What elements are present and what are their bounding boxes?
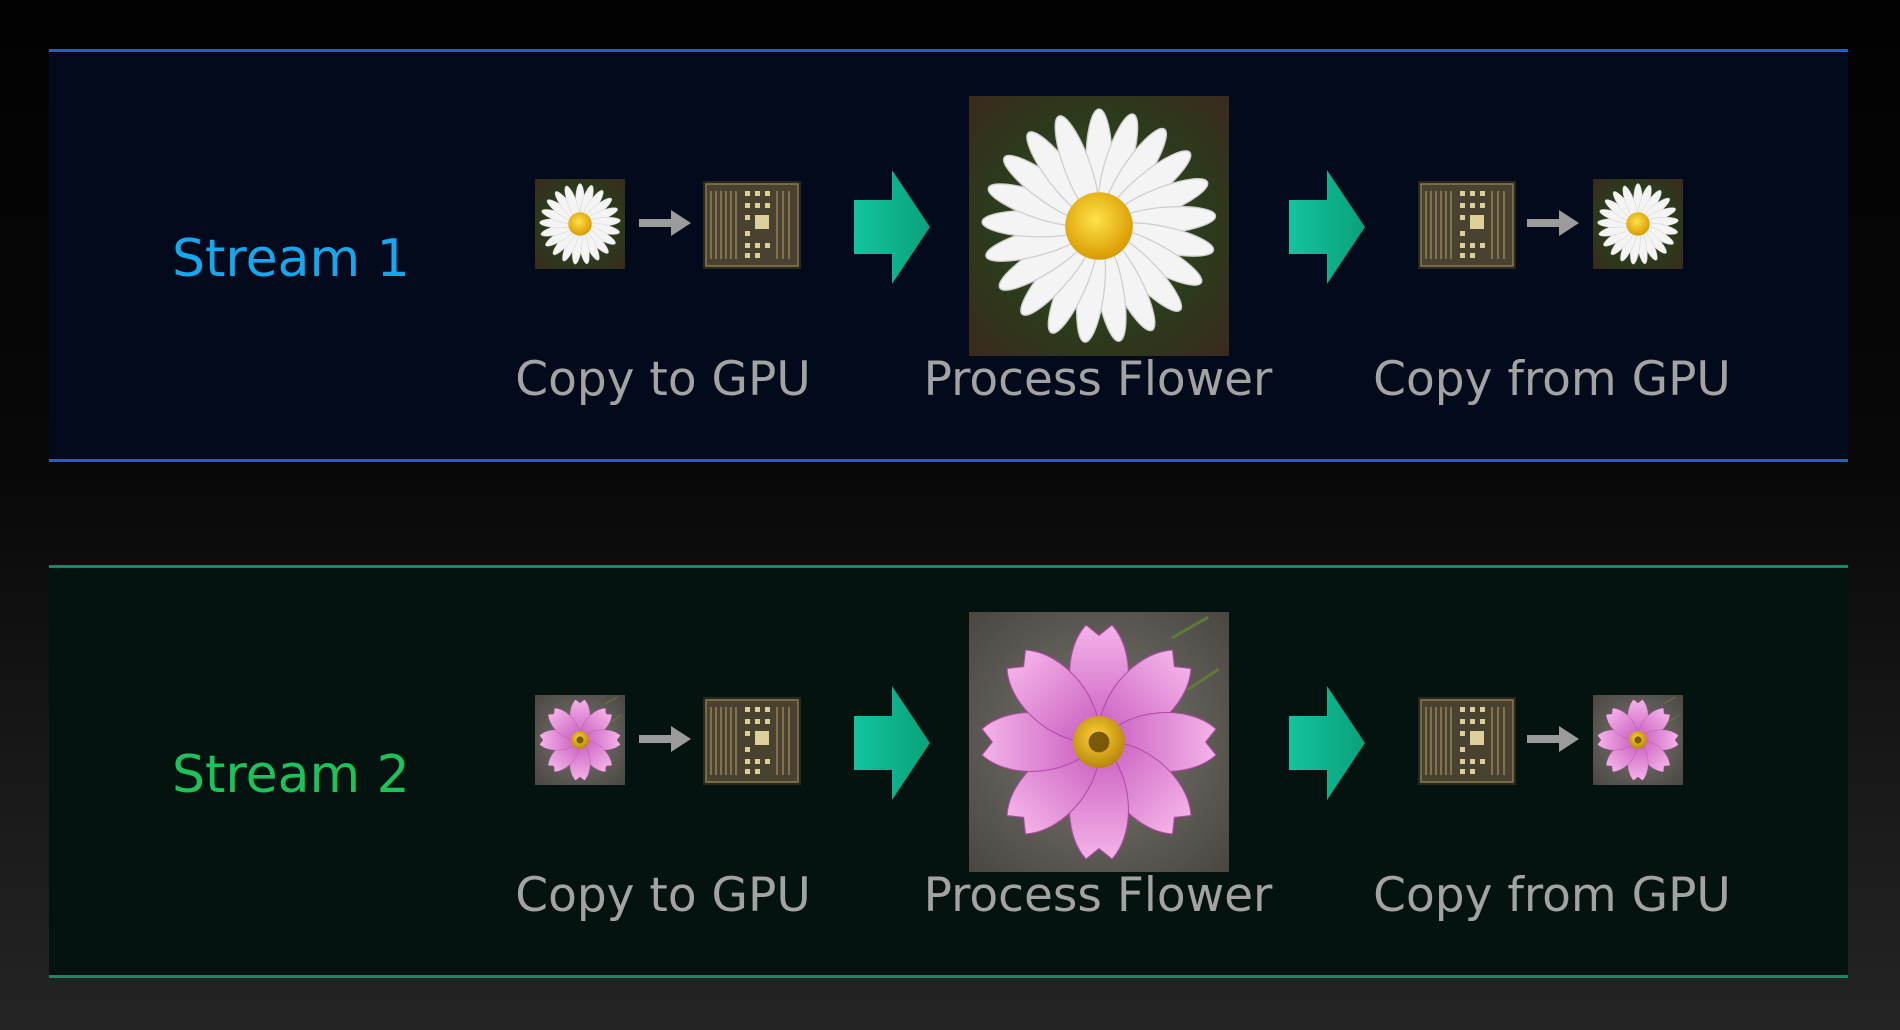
gray-arrow-right-icon	[1527, 208, 1579, 238]
cosmos-processing-image	[969, 612, 1229, 872]
teal-arrow-right-icon	[854, 170, 930, 284]
daisy-input-thumbnail	[534, 179, 626, 269]
step-caption-process-flower: Process Flower	[923, 352, 1273, 407]
step-caption-copy-to-gpu: Copy to GPU	[515, 352, 811, 407]
cosmos-output-thumbnail	[1592, 695, 1684, 785]
step-caption-process-flower: Process Flower	[923, 868, 1273, 923]
step-caption-copy-from-gpu: Copy from GPU	[1373, 352, 1731, 407]
teal-arrow-right-icon	[1289, 686, 1365, 800]
step-caption-copy-to-gpu: Copy to GPU	[515, 868, 811, 923]
step-caption-copy-from-gpu: Copy from GPU	[1373, 868, 1731, 923]
daisy-processing-image	[969, 96, 1229, 356]
gray-arrow-right-icon	[1527, 724, 1579, 754]
cosmos-input-thumbnail	[534, 695, 626, 785]
gpu-chip-icon	[703, 181, 801, 269]
stream-label: Stream 1	[172, 229, 410, 289]
gpu-chip-icon	[703, 697, 801, 785]
gray-arrow-right-icon	[639, 724, 691, 754]
stream-2-panel: Stream 2 Copy to GPU Process Flower Copy…	[49, 565, 1848, 978]
daisy-output-thumbnail	[1592, 179, 1684, 269]
teal-arrow-right-icon	[1289, 170, 1365, 284]
gpu-chip-icon	[1418, 697, 1516, 785]
gray-arrow-right-icon	[639, 208, 691, 238]
teal-arrow-right-icon	[854, 686, 930, 800]
stream-label: Stream 2	[172, 745, 410, 805]
stream-1-panel: Stream 1 Copy to GPU Process Flower Copy…	[49, 49, 1848, 462]
gpu-chip-icon	[1418, 181, 1516, 269]
